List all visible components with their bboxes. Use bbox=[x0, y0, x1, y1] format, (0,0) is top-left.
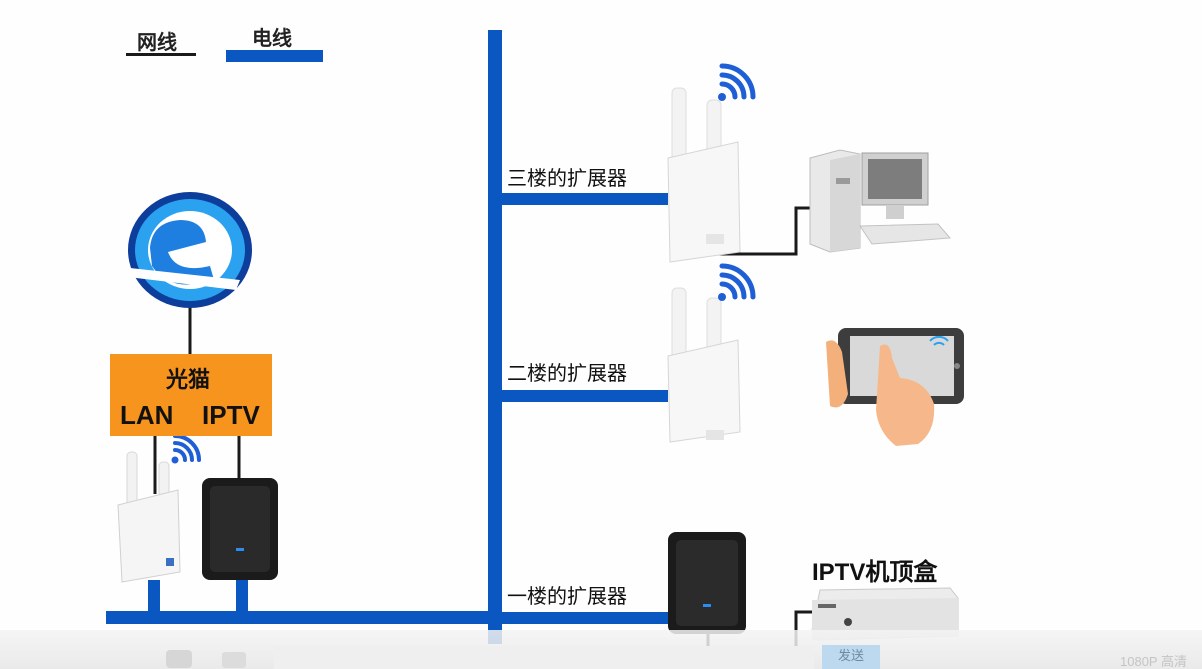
quality-selector[interactable]: 1080P 高清 bbox=[1120, 654, 1187, 669]
drop-left bbox=[148, 580, 160, 616]
second-floor-wifi-icon bbox=[718, 263, 756, 301]
legend-network-cable-swatch bbox=[126, 53, 196, 56]
main-extender-router bbox=[117, 451, 181, 583]
modem-title: 光猫 bbox=[166, 367, 211, 392]
third-floor-wifi-icon bbox=[718, 63, 756, 101]
send-button[interactable]: 发送 bbox=[822, 645, 880, 669]
third-floor-extender bbox=[667, 87, 741, 263]
drop-right bbox=[236, 580, 248, 616]
second-floor-label: 二楼的扩展器 bbox=[507, 361, 627, 385]
set-top-box-icon bbox=[811, 587, 959, 641]
gift-icon[interactable] bbox=[222, 652, 246, 668]
third-floor-branch bbox=[502, 193, 668, 205]
legend-power-line-swatch bbox=[226, 50, 323, 62]
bottom-power-line bbox=[106, 611, 502, 624]
emoji-icon[interactable] bbox=[166, 650, 192, 668]
optical-modem: 光猫 LAN IPTV bbox=[110, 354, 272, 436]
first-floor-powerline-adapter bbox=[668, 532, 746, 634]
legend-power-line-label: 电线 bbox=[252, 26, 292, 50]
legend-network-cable-label: 网线 bbox=[137, 30, 177, 54]
first-floor-label: 一楼的扩展器 bbox=[507, 584, 627, 608]
black-powerline-adapter-left bbox=[202, 478, 278, 580]
first-floor-branch bbox=[502, 612, 668, 624]
internet-explorer-icon bbox=[128, 192, 252, 308]
set-top-box-label: IPTV机顶盒 bbox=[812, 559, 938, 586]
modem-iptv-label: IPTV bbox=[202, 400, 260, 430]
wifi-icon bbox=[171, 434, 201, 464]
modem-lan-label: LAN bbox=[120, 400, 174, 430]
danmaku-input[interactable] bbox=[274, 646, 814, 669]
second-floor-extender bbox=[667, 287, 741, 443]
vertical-power-line bbox=[488, 30, 502, 644]
third-floor-label: 三楼的扩展器 bbox=[507, 166, 627, 190]
tablet-wifi-icon bbox=[929, 335, 949, 346]
desktop-computer-icon bbox=[809, 149, 952, 253]
tablet-icon bbox=[826, 328, 964, 446]
second-floor-branch bbox=[502, 390, 668, 402]
